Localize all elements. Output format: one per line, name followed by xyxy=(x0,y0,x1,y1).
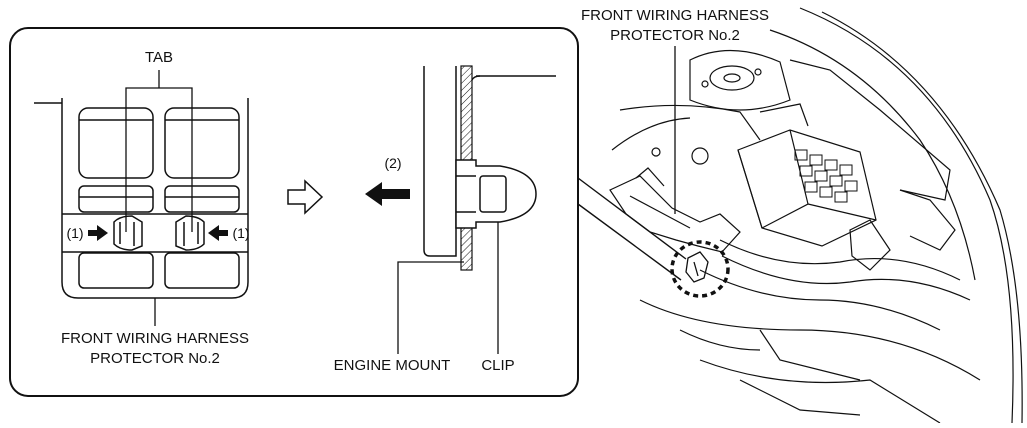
protector-front-view xyxy=(34,98,249,299)
tab-leader-lines xyxy=(125,70,193,232)
protector-bottom-label-line1: FRONT WIRING HARNESS xyxy=(61,330,249,347)
callout-leader-lines xyxy=(577,177,687,281)
tab-right xyxy=(175,215,205,251)
step1-right-label: (1) xyxy=(232,225,249,241)
clip-shape xyxy=(455,159,537,229)
engine-mount-leader xyxy=(397,261,464,354)
engine-mount-corner xyxy=(471,75,481,81)
vehicle-engine-bay xyxy=(609,7,1023,424)
protector-top-label-line2: PROTECTOR No.2 xyxy=(610,27,740,44)
protector-section xyxy=(423,66,457,257)
protector-bottom-label-line2: PROTECTOR No.2 xyxy=(90,350,220,367)
next-step-arrow xyxy=(287,179,324,215)
clip-detail-in-vehicle xyxy=(685,251,709,283)
removal-arrow xyxy=(365,182,410,206)
clip-location-marker xyxy=(670,240,730,298)
push-arrow-right xyxy=(208,225,228,241)
clip-label: CLIP xyxy=(481,357,514,374)
tab-left xyxy=(113,215,143,251)
engine-mount-label: ENGINE MOUNT xyxy=(334,357,451,374)
step2-label: (2) xyxy=(384,155,401,171)
protector-top-label-line1: FRONT WIRING HARNESS xyxy=(581,7,769,24)
step1-left-label: (1) xyxy=(66,225,83,241)
tab-label: TAB xyxy=(145,49,173,66)
detail-callout-frame xyxy=(9,27,579,397)
push-arrow-left xyxy=(88,225,108,241)
